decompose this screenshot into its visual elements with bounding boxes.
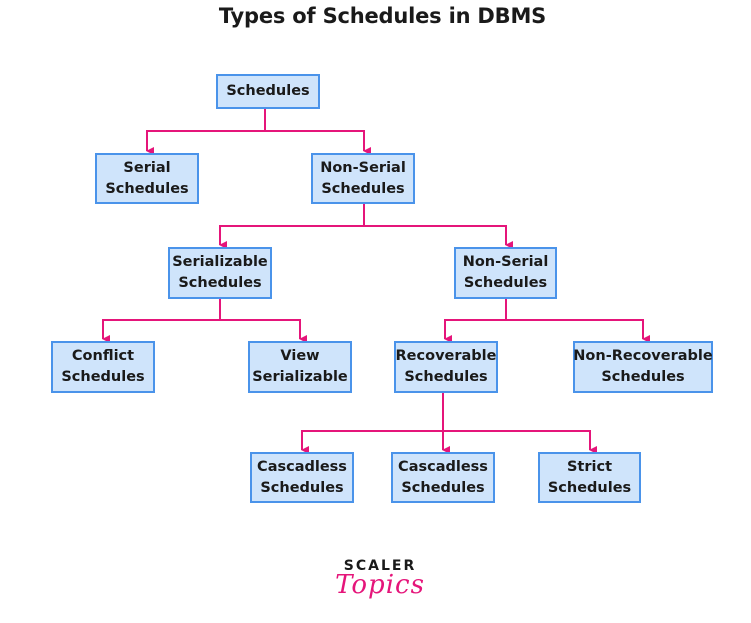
node-recoverable-schedules: Recoverable Schedules [394, 341, 498, 393]
node-view-serializable: View Serializable [248, 341, 352, 393]
edge-recoverable-to-cascadless-1 [301, 393, 444, 454]
node-non-serial-schedules: Non-Serial Schedules [311, 153, 415, 204]
diagram-title: Types of Schedules in DBMS [218, 4, 547, 28]
edge-non-serial-to-serializable [219, 204, 365, 249]
node-conflict-schedules: Conflict Schedules [51, 341, 155, 393]
node-cascadless-schedules-1: Cascadless Schedules [250, 452, 354, 503]
node-cascadless-schedules-2: Cascadless Schedules [391, 452, 495, 503]
node-schedules: Schedules [216, 74, 320, 109]
edge-root-to-non-serial [265, 130, 371, 155]
node-non-recoverable-schedules: Non-Recoverable Schedules [573, 341, 713, 393]
node-serializable-schedules: Serializable Schedules [168, 247, 272, 299]
node-strict-schedules: Strict Schedules [538, 452, 641, 503]
edge-serializable-to-view [220, 319, 307, 343]
edge-non-serial-mid-to-non-recoverable [506, 319, 650, 343]
node-serial-schedules: Serial Schedules [95, 153, 199, 204]
edge-non-serial-to-non-serial-mid [364, 225, 513, 249]
edge-serializable-to-conflict [102, 299, 221, 343]
logo-wordmark-bottom: Topics [335, 570, 425, 600]
logo-wordmark-top: SCALER [343, 558, 417, 574]
edge-root-to-serial [146, 109, 266, 155]
node-non-serial-schedules-mid: Non-Serial Schedules [454, 247, 557, 299]
edge-non-serial-mid-to-recoverable [444, 299, 507, 343]
scaler-topics-logo: SCALER Topics [330, 558, 430, 600]
edge-recoverable-to-strict [443, 430, 597, 454]
